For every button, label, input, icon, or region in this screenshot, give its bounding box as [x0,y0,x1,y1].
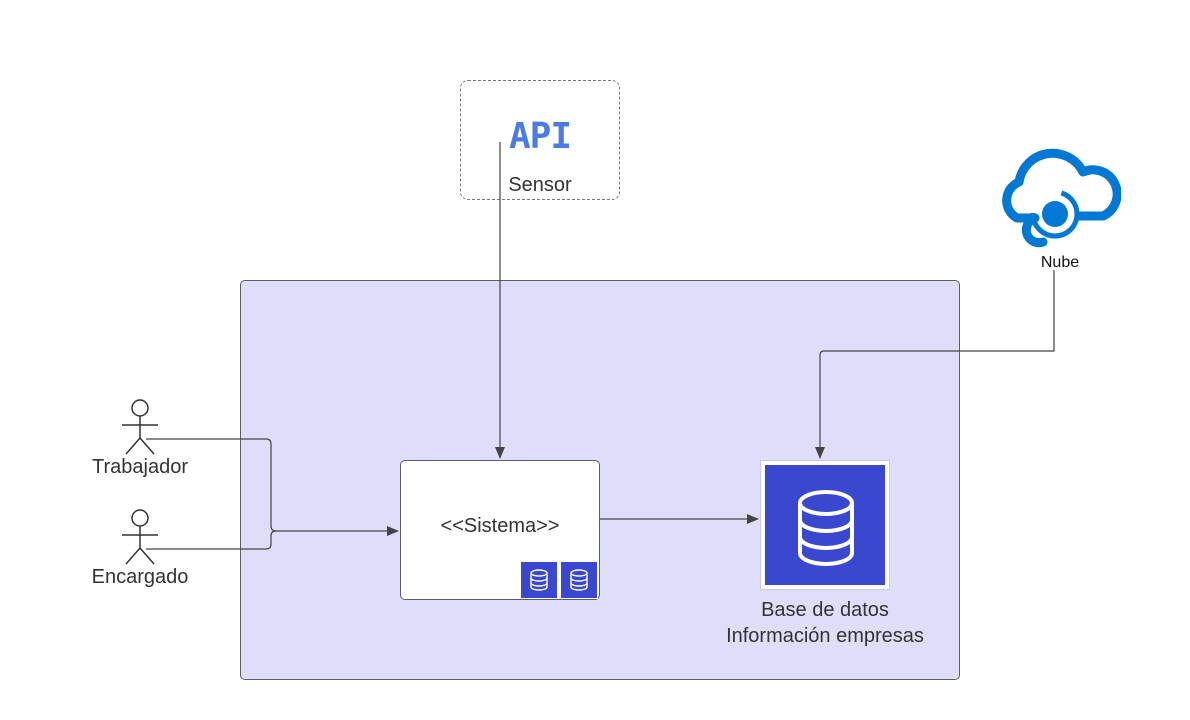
cloud-label: Nube [1040,254,1080,271]
actor-encargado-label: Encargado [91,566,189,588]
database-icon [520,561,558,599]
encargado-to-system-line [146,530,277,550]
database-icon [765,465,885,585]
database-node[interactable] [760,460,890,590]
database-icon [560,561,598,599]
actor-encargado-icon[interactable] [118,508,162,566]
cloud-icon[interactable] [995,138,1121,248]
trabajador-to-system-line [146,438,399,536]
actor-trabajador-label: Trabajador [92,456,188,478]
cloud-to-database-arrow [815,270,1055,459]
system-label: <<Sistema>> [440,515,560,537]
database-label-line2: Información empresas [726,625,924,647]
actor-trabajador-icon[interactable] [118,398,162,456]
database-label-line1: Base de datos [761,599,889,621]
database-label: Base de datos Información empresas [690,597,960,649]
api-icon: API [508,116,572,157]
sensor-box[interactable] [460,80,620,200]
sensor-label: Sensor [508,174,572,196]
